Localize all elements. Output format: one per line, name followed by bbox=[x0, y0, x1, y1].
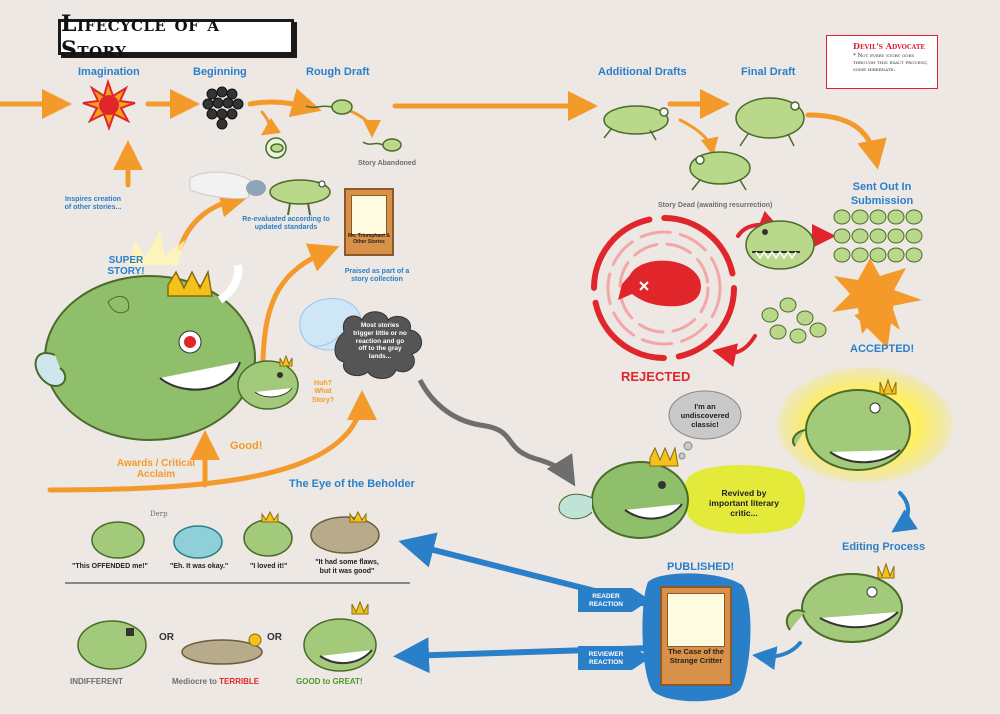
verdict-good: GOOD to GREAT! bbox=[296, 677, 363, 686]
published-book-title: The Case of the Strange Critter bbox=[668, 647, 724, 665]
stage-accepted: ACCEPTED! bbox=[850, 343, 915, 355]
thought-bubble-shape bbox=[668, 390, 742, 460]
stage-published: PUBLISHED! bbox=[667, 561, 735, 573]
note-revived: Revived by important literary critic... bbox=[709, 488, 779, 519]
rejection-cycle bbox=[591, 210, 836, 367]
verdict-good-a: GOOD bbox=[296, 677, 321, 686]
note-derp: Derp bbox=[150, 510, 168, 518]
submission-frog-grid bbox=[761, 209, 923, 344]
note-inspires: Inspires creation of other stories... bbox=[64, 196, 122, 212]
super-story-monster-icon bbox=[34, 230, 256, 441]
note-huh: Huh? What Story? bbox=[311, 380, 335, 404]
verdict-good-b: GREAT! bbox=[332, 677, 363, 686]
note-super-story: SUPER STORY! bbox=[107, 255, 145, 277]
imagination-star-icon bbox=[82, 78, 136, 131]
collection-book-cover bbox=[351, 195, 387, 235]
rejected-creature-icon bbox=[618, 260, 701, 307]
stage-rejected: REJECTED bbox=[621, 369, 691, 384]
tadpole-icons bbox=[265, 99, 402, 159]
stage-story-dead: Story Dead (awaiting resurrection) bbox=[658, 202, 773, 209]
stage-additional-drafts: Additional Drafts bbox=[598, 66, 687, 78]
reaction-okay: "Eh. It was okay." bbox=[170, 563, 229, 570]
egg-cluster-icon bbox=[202, 86, 244, 130]
stage-beginning: Beginning bbox=[193, 66, 247, 78]
verdict-indifferent: INDIFFERENT bbox=[70, 677, 123, 686]
note-reviewer-reaction: REVIEWER REACTION bbox=[588, 651, 624, 666]
page-title: Lifecycle of a Story bbox=[58, 11, 294, 63]
stage-editing: Editing Process bbox=[842, 541, 926, 553]
verdict-or-2: OR bbox=[267, 632, 282, 643]
stage-eye-of-beholder: The Eye of the Beholder bbox=[289, 478, 415, 490]
gray-cloud-shape bbox=[334, 311, 422, 379]
good-creature-icon bbox=[237, 354, 299, 410]
beholder-creature-icons bbox=[91, 510, 380, 559]
note-undiscovered: I'm an undiscovered classic! bbox=[680, 402, 730, 429]
orange-flow-arrows bbox=[0, 88, 895, 493]
stage-story-abandoned: Story Abandoned bbox=[358, 160, 417, 167]
note-reevaluated: Re-evaluated according to updated standa… bbox=[242, 216, 330, 232]
page-title-text: Lifecycle of a Story bbox=[61, 11, 220, 63]
verdict-creature-icons bbox=[77, 600, 377, 672]
reevaluated-creature-icon bbox=[189, 171, 331, 216]
verdict-or-1: OR bbox=[159, 632, 174, 643]
stage-imagination: Imagination bbox=[78, 66, 140, 78]
note-reader-reaction: READER REACTION bbox=[589, 593, 623, 608]
note-praised: Praised as part of a story collection bbox=[344, 268, 410, 284]
reaction-flaws: "It had some flaws, but it was good" bbox=[315, 559, 379, 576]
verdict-mediocre-b: TERRIBLE bbox=[219, 677, 260, 686]
devils-advocate-box: Devil's Advocate * Not every story goes … bbox=[826, 35, 938, 89]
verdict-mediocre-a: Mediocre bbox=[172, 677, 208, 686]
revived-monster-icon bbox=[558, 446, 689, 539]
splash-shape bbox=[832, 258, 922, 334]
reaction-label-boxes bbox=[578, 588, 650, 670]
editing-creature-icon bbox=[785, 562, 903, 643]
verdict-good-to: to bbox=[320, 677, 333, 686]
stage-sent-out: Sent Out In Submission bbox=[850, 181, 914, 208]
note-good: Good! bbox=[230, 440, 263, 452]
stage-final-draft: Final Draft bbox=[741, 66, 796, 78]
devils-advocate-heading: Devil's Advocate bbox=[853, 41, 925, 51]
note-awards: Awards / Critical Acclaim bbox=[116, 458, 196, 480]
verdict-mediocre: Mediocre to TERRIBLE bbox=[172, 677, 259, 686]
collection-book: Me, Triumphant & Other Stories bbox=[344, 188, 394, 256]
reaction-offended: "This OFFENDED me!" bbox=[72, 563, 148, 570]
gray-arrow bbox=[417, 378, 576, 487]
published-book: The Case of the Strange Critter bbox=[660, 586, 732, 686]
verdict-mediocre-to: to bbox=[207, 677, 220, 686]
accepted-creature-icon bbox=[777, 367, 953, 483]
revived-blob-shape bbox=[682, 465, 805, 534]
draft-frog-icons bbox=[603, 97, 805, 191]
reaction-loved: "I loved it!" bbox=[250, 563, 288, 570]
collection-book-title: Me, Triumphant & Other Stories bbox=[348, 233, 390, 245]
note-most-stories: Most stories trigger little or no reacti… bbox=[353, 322, 407, 361]
devils-advocate-note: * Not every story goes through this exac… bbox=[853, 53, 928, 73]
stage-rough-draft: Rough Draft bbox=[306, 66, 370, 78]
published-book-cover bbox=[667, 593, 725, 647]
resurrected-frog-icon bbox=[745, 220, 815, 270]
